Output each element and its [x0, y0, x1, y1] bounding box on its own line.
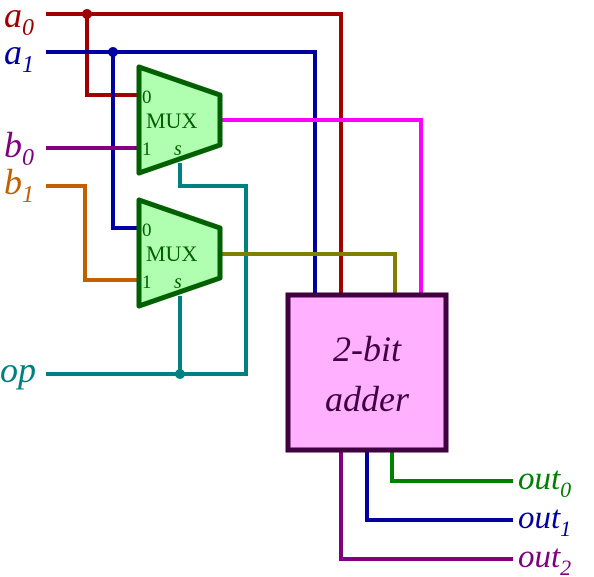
mux-1: 0 MUX 1 s	[136, 197, 223, 309]
mux-1-title: MUX	[146, 241, 197, 266]
mux-0-title: MUX	[146, 108, 197, 133]
wire-a0	[46, 12, 343, 295]
mux-0-sel-label: s	[174, 138, 182, 160]
adder: 2-bit adder	[285, 292, 449, 453]
label-out1: out1	[518, 500, 571, 541]
junction-a0	[82, 9, 92, 19]
mux-0-body	[136, 64, 223, 176]
mux-0-in1-label: 1	[142, 139, 152, 160]
wire-a1	[46, 50, 317, 295]
junction-a1	[108, 47, 118, 57]
mux-1-in0-label: 0	[142, 220, 152, 241]
label-op: op	[0, 350, 36, 390]
wire-out1	[365, 450, 513, 522]
label-out2: out2	[518, 539, 571, 577]
mux-1-body	[136, 197, 223, 309]
wire-out0	[390, 450, 513, 483]
label-a0: a0	[4, 0, 34, 41]
wire-mux1-out	[220, 252, 397, 295]
label-out0: out0	[518, 461, 571, 502]
wire-mux0-out	[220, 118, 423, 295]
mux-0-in0-label: 0	[142, 87, 152, 108]
adder-body	[285, 292, 449, 453]
wire-out2	[339, 450, 513, 561]
mux-0: 0 MUX 1 s	[136, 64, 223, 176]
label-a1: a1	[4, 32, 34, 78]
adder-label-line1: 2-bit	[333, 329, 402, 369]
wire-b1	[46, 184, 139, 282]
adder-label-line2: adder	[325, 379, 410, 419]
mux-1-in1-label: 1	[142, 272, 152, 293]
label-b1: b1	[4, 162, 34, 208]
mux-1-sel-label: s	[174, 271, 182, 293]
junction-op	[175, 369, 185, 379]
label-b0: b0	[4, 125, 34, 171]
